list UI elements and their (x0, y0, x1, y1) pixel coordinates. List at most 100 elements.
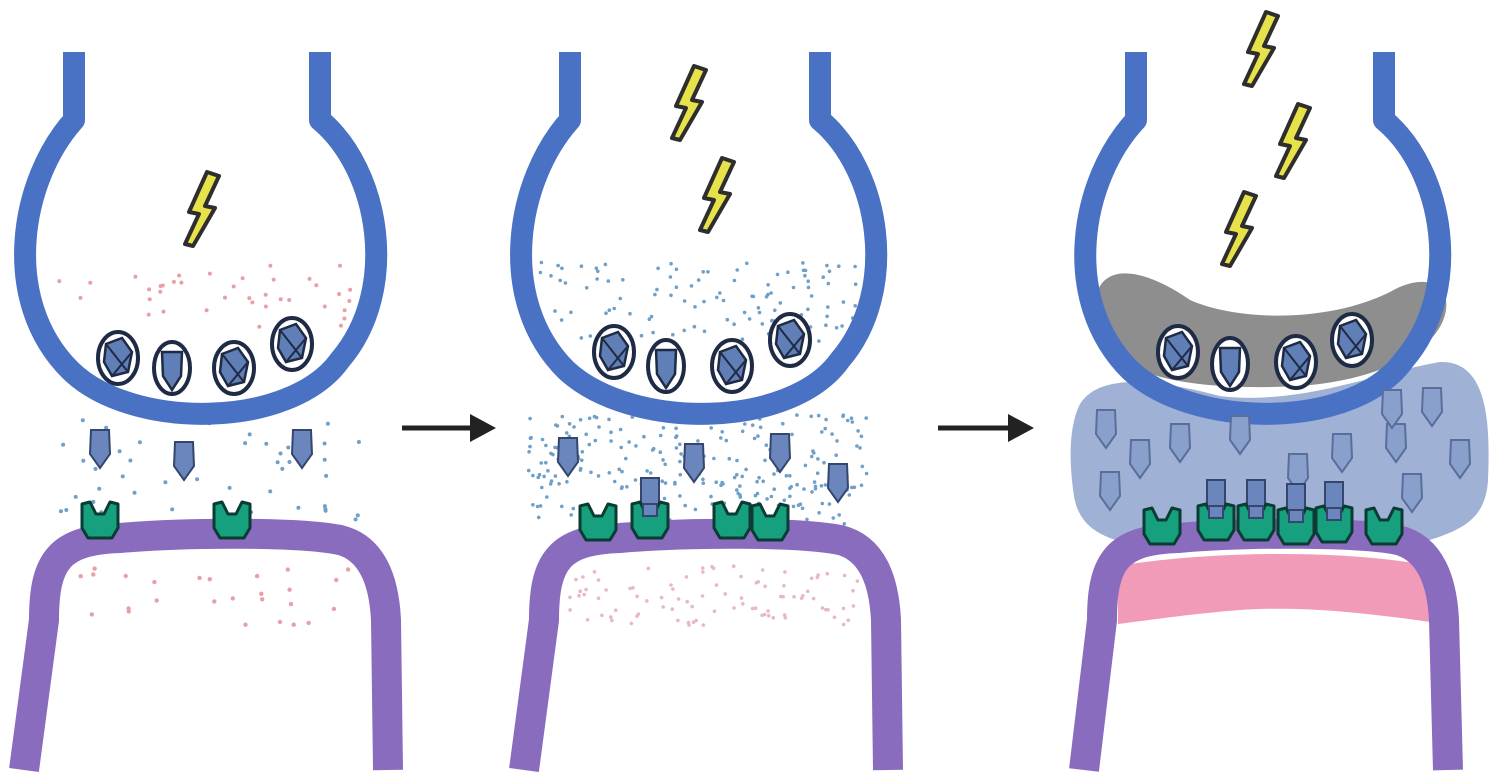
stipple-dot (757, 306, 761, 310)
stipple-dot (346, 567, 350, 571)
stipple-dot (806, 590, 810, 594)
stipple-dot (761, 568, 765, 572)
vesicle-icon (1276, 336, 1316, 388)
stipple-dot (581, 450, 585, 454)
stipple-dot (846, 419, 850, 423)
stipple-dot (607, 279, 611, 283)
stipple-dot (735, 473, 739, 477)
stipple-dot (810, 455, 814, 459)
stipple-dot (720, 430, 724, 434)
stipple-dot (588, 443, 592, 447)
stipple-dot (653, 293, 657, 297)
stipple-dot (860, 484, 864, 488)
stipple-dot (326, 422, 330, 426)
stipple-dot (568, 596, 572, 600)
stipple-dot (748, 317, 752, 321)
stipple-dot (792, 286, 796, 290)
stipple-dot (824, 323, 828, 327)
lightning-bolt-icon (672, 66, 706, 140)
stipple-dot (852, 604, 856, 608)
stipple-dot (280, 467, 284, 471)
stipple-dot (812, 451, 816, 455)
stipple-dot (773, 309, 777, 313)
stipple-dot (59, 509, 63, 513)
stipple-dot (241, 276, 245, 280)
stipple-dot (177, 274, 181, 278)
stipple-dot (679, 452, 683, 456)
stipple-dot (620, 470, 624, 474)
stipple-dot (694, 508, 698, 512)
stipple-dot (772, 616, 776, 620)
stipple-dot (648, 317, 652, 321)
stipple-dot (763, 585, 767, 589)
stipple-dot (645, 599, 649, 603)
stipple-dot (766, 609, 770, 613)
stipple-dot (288, 460, 292, 464)
stipple-dot (289, 602, 293, 606)
stipple-dot (830, 432, 834, 436)
stipple-dot (334, 578, 338, 582)
stipple-dot (163, 480, 167, 484)
vesicle-icon (98, 332, 138, 384)
stipple-dot (738, 484, 742, 488)
stipple-dot (732, 564, 736, 568)
stipple-dot (228, 486, 232, 490)
stipple-dot (821, 606, 825, 610)
stipple-dot (637, 612, 641, 616)
lightning-bolt-icon (185, 172, 219, 246)
stipple-dot (786, 270, 790, 274)
stipple-dot (264, 305, 268, 309)
stipple-dot (565, 431, 569, 435)
stipple-dot (568, 422, 572, 426)
stipple-dot (803, 274, 807, 278)
stipple-dot (865, 472, 869, 476)
stipple-dot (593, 570, 597, 574)
stipple-dot (745, 262, 749, 266)
stipple-dot (118, 449, 122, 453)
stipple-dot (628, 312, 632, 316)
lightning-bolt-icon (700, 158, 734, 232)
stipple-dot (308, 277, 312, 281)
stipple-dot (556, 264, 560, 268)
stipple-dot (858, 446, 862, 450)
stipple-dot (247, 296, 251, 300)
stipple-dot (577, 594, 581, 598)
stipple-dot (825, 315, 829, 319)
neurotransmitter-icon (828, 464, 848, 502)
stipple-dot (595, 416, 599, 420)
vesicle-icon (214, 342, 254, 394)
panel-2 (521, 52, 888, 770)
stipple-dot (627, 440, 631, 444)
stipple-dot (761, 480, 765, 484)
stipple-dot (669, 262, 673, 266)
stipple-dot (814, 487, 818, 491)
stipple-dot (541, 438, 545, 442)
stipple-dot (527, 469, 531, 473)
stipple-dot (564, 281, 568, 285)
stipple-dot (800, 597, 804, 601)
stipple-dot (339, 324, 343, 328)
stipple-dot (286, 567, 290, 571)
stipple-dot (620, 485, 624, 489)
stipple-dot (539, 271, 543, 275)
stipple-dot (608, 471, 612, 475)
stipple-dot (172, 280, 176, 284)
stipple-dot (580, 264, 584, 268)
stipple-dot (155, 598, 159, 602)
stipple-dot (549, 452, 553, 456)
stipple-dot (843, 522, 847, 526)
stipple-dot (782, 584, 786, 588)
right-arrow-icon (402, 414, 496, 442)
stipple-dot (660, 596, 664, 600)
stipple-dot (260, 597, 264, 601)
stipple-dot (231, 596, 235, 600)
stipple-dot (715, 296, 719, 300)
stipple-dot (697, 278, 701, 282)
stipple-dot (94, 467, 98, 471)
stipple-dot (765, 497, 769, 501)
stipple-dot (826, 572, 830, 576)
stipple-dot (712, 566, 716, 570)
stipple-dot (765, 443, 769, 447)
vesicle-icon (594, 326, 634, 378)
stipple-dot (772, 472, 776, 476)
